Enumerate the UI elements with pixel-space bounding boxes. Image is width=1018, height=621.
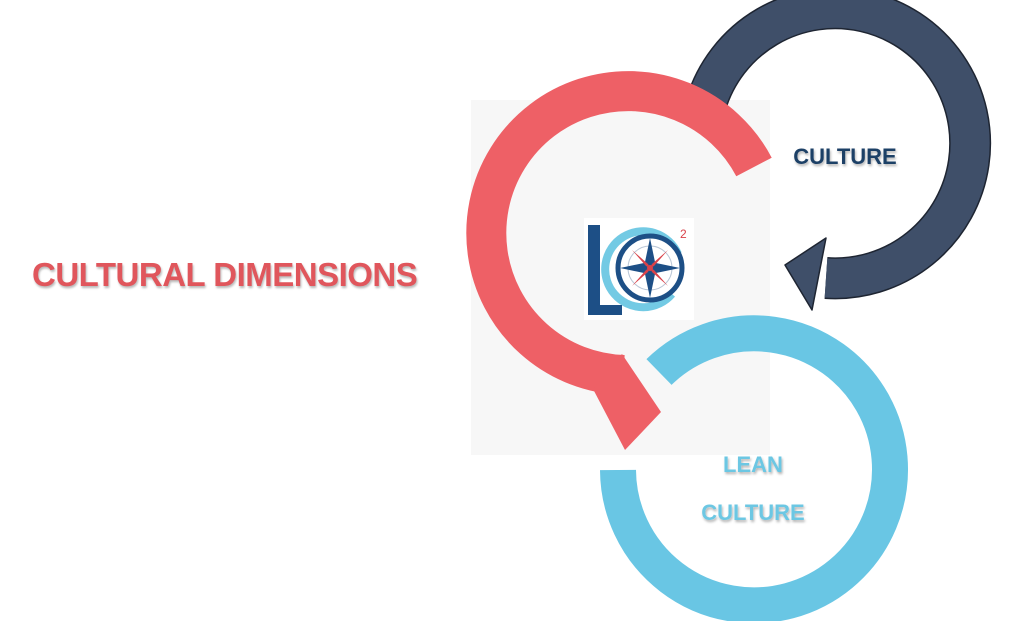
lc-logo: 2 [584,218,694,320]
red-cycle-arrow [466,71,772,450]
logo-superscript: 2 [680,227,687,241]
lean-label-line-2: CULTURE [701,500,804,525]
page-title: CULTURAL DIMENSIONS [32,256,418,293]
dark-cycle-arrow [685,0,992,311]
culture-label: CULTURE [793,144,896,169]
lean-label-line-1: LEAN [723,452,783,477]
lean-culture-ring [600,315,908,621]
